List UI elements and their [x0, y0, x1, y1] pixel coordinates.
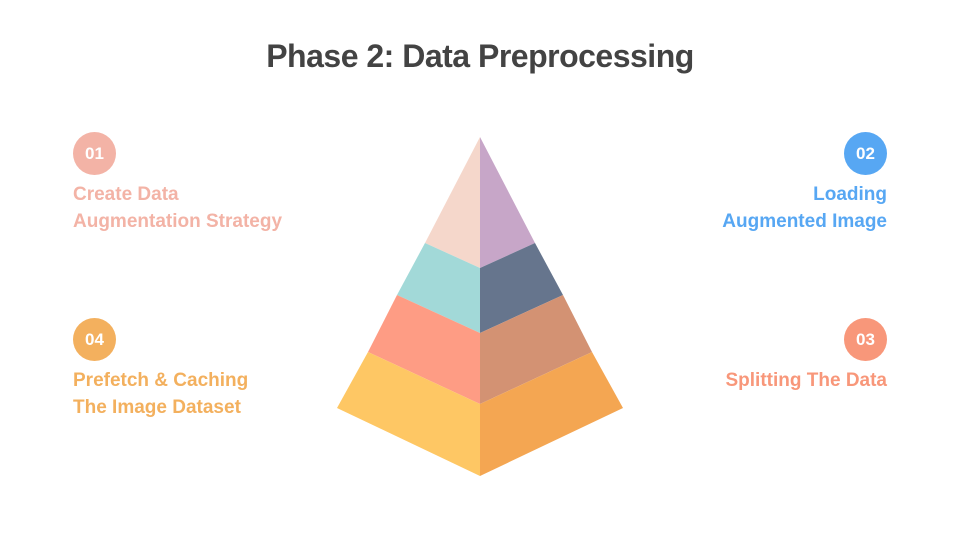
pyramid-level-2-left-face	[397, 243, 480, 333]
pyramid-level-1-left-face	[425, 137, 480, 268]
pyramid-level-1-right-face	[480, 137, 535, 268]
step-badge-04: 04	[73, 318, 116, 361]
pyramid-level-2-right-face	[480, 243, 563, 333]
pyramid-level-3-right-face	[480, 295, 592, 404]
slide-title: Phase 2: Data Preprocessing	[266, 38, 694, 74]
pyramid-level-4-right-face	[480, 352, 623, 476]
step-04: 04 Prefetch & Caching The Image Dataset	[73, 318, 313, 421]
step-label-03: Splitting The Data	[647, 367, 888, 394]
step-01-line-2: Augmentation Strategy	[73, 211, 283, 232]
step-badge-03: 03	[844, 318, 887, 361]
pyramid-level-3-left-face	[368, 295, 480, 404]
step-01: 01 Create Data Augmentation Strategy	[73, 132, 313, 235]
step-02-line-2: Augmented Image	[722, 211, 887, 232]
step-badge-02: 02	[844, 132, 887, 175]
step-02: 02 Loading Augmented Image	[647, 132, 887, 235]
step-02-line-1: Loading	[813, 184, 887, 205]
pyramid-level-4-left-face	[337, 352, 480, 476]
step-04-line-2: The Image Dataset	[73, 397, 241, 418]
step-04-line-1: Prefetch & Caching	[73, 370, 249, 391]
step-label-02: Loading Augmented Image	[647, 181, 887, 235]
step-label-01: Create Data Augmentation Strategy	[73, 181, 313, 235]
step-badge-01: 01	[73, 132, 116, 175]
step-03-line-1: Splitting The Data	[725, 370, 888, 391]
step-01-line-1: Create Data	[73, 184, 179, 205]
step-03: 03 Splitting The Data	[647, 318, 887, 394]
step-label-04: Prefetch & Caching The Image Dataset	[73, 367, 313, 421]
